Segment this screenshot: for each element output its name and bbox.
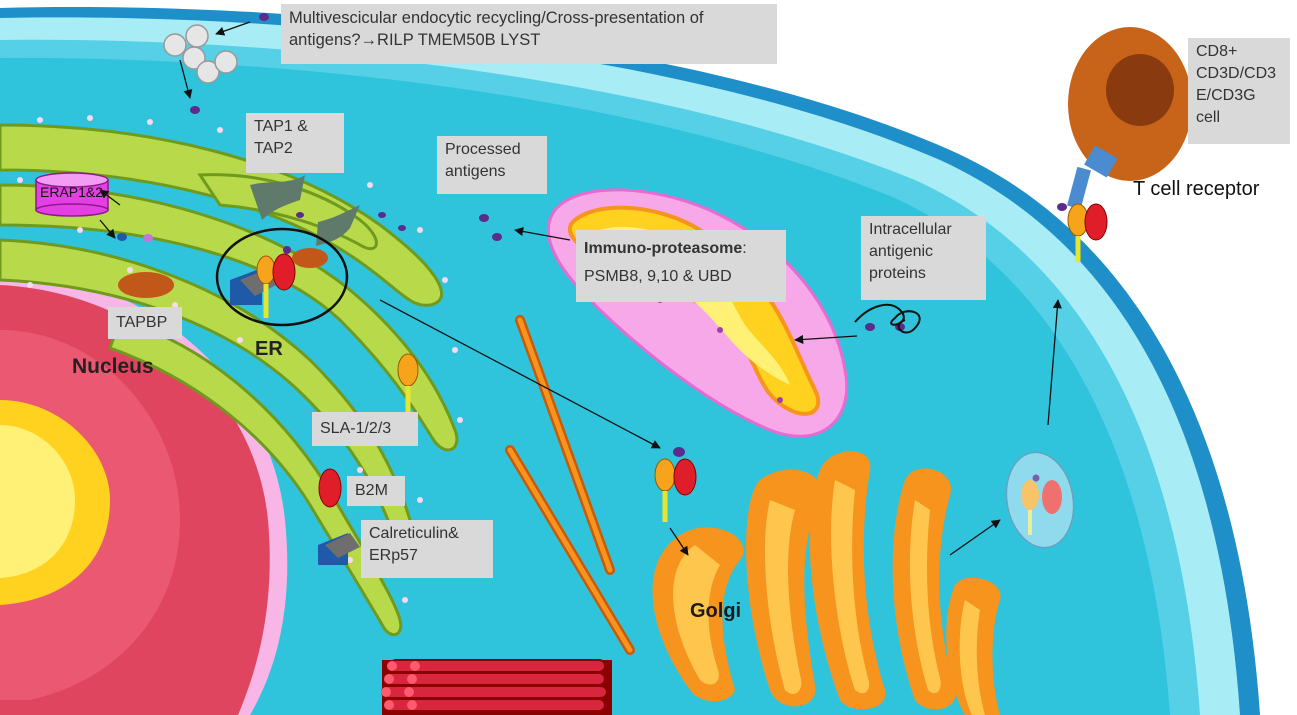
label-immuno-line2: PSMB8, 9,10 & UBD	[584, 266, 778, 288]
label-multivesicular-line2: antigens?→RILP TMEM50B LYST	[289, 29, 769, 51]
label-golgi: Golgi	[690, 600, 741, 623]
tapbp-shape	[118, 272, 174, 298]
label-sla-text: SLA-1/2/3	[320, 418, 410, 440]
label-t-cell-receptor: T cell receptor	[1133, 178, 1259, 201]
label-sla: SLA-1/2/3	[312, 412, 418, 446]
label-intracellular-proteins: Intracellular antigenic proteins	[861, 216, 986, 300]
label-calreticulin-line1: Calreticulin&	[369, 523, 485, 545]
label-immunoproteasome: Immuno-proteasome: PSMB8, 9,10 & UBD	[576, 230, 786, 302]
label-cd8-line1: CD8+	[1196, 41, 1282, 63]
label-cd8-line4: cell	[1196, 107, 1282, 129]
label-immuno-title: Immuno-proteasome	[584, 240, 742, 257]
label-multivesicular-line1: Multivescicular endocytic recycling/Cros…	[289, 7, 769, 29]
label-tap-line1: TAP1 &	[254, 116, 336, 138]
label-processed-line1: Processed	[445, 139, 539, 161]
label-calreticulin: Calreticulin& ERp57	[361, 520, 493, 578]
label-erap: ERAP1&2	[40, 184, 103, 200]
label-immuno-colon: :	[742, 240, 746, 257]
label-nucleus: Nucleus	[72, 355, 154, 379]
centriole	[381, 660, 612, 715]
label-cd8-line3: E/CD3G	[1196, 85, 1282, 107]
b2m-icon	[319, 469, 341, 507]
label-immuno-line1: Immuno-proteasome:	[584, 238, 778, 260]
label-b2m-text: B2M	[355, 480, 397, 502]
label-tapbp: TAPBP	[108, 307, 182, 339]
label-intracellular-line3: proteins	[869, 263, 978, 285]
label-b2m: B2M	[347, 476, 405, 506]
label-tap-line2: TAP2	[254, 138, 336, 160]
label-tapbp-text: TAPBP	[116, 312, 174, 334]
label-calreticulin-line2: ERp57	[369, 545, 485, 567]
label-cd8-cell: CD8+ CD3D/CD3 E/CD3G cell	[1188, 38, 1290, 144]
label-cd8-line2: CD3D/CD3	[1196, 63, 1282, 85]
label-multivesicular: Multivescicular endocytic recycling/Cros…	[281, 4, 777, 64]
erap-substrate-dot	[143, 234, 153, 242]
label-er: ER	[255, 338, 283, 361]
label-tap: TAP1 & TAP2	[246, 113, 344, 173]
label-processed-antigens: Processed antigens	[437, 136, 547, 194]
label-intracellular-line1: Intracellular	[869, 219, 978, 241]
erap-product-dot	[117, 233, 127, 241]
label-processed-line2: antigens	[445, 161, 539, 183]
label-intracellular-line2: antigenic	[869, 241, 978, 263]
